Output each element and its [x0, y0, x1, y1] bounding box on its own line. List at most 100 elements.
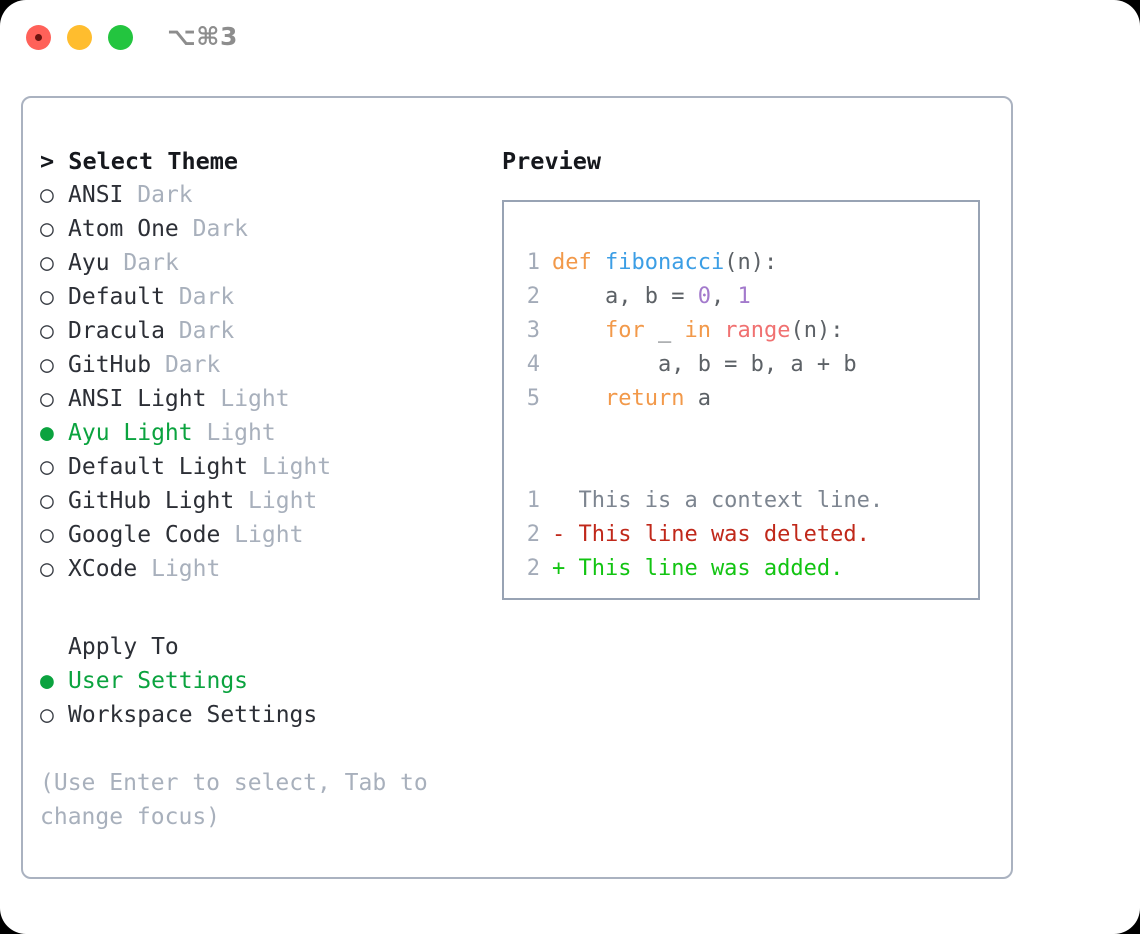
theme-variant-tag: Light — [248, 488, 318, 514]
code-diff-spacer — [522, 416, 978, 450]
theme-name: Atom One — [68, 216, 179, 242]
theme-variant-tag: Light — [261, 454, 332, 480]
theme-name: ANSI Light — [68, 386, 207, 412]
row-spacer-2 — [179, 212, 193, 246]
diff-text: - This line was deleted. — [552, 522, 870, 547]
apply-to-list[interactable]: ●User Settings ○ Workspace Settings — [40, 664, 480, 732]
line-number: 2 — [526, 556, 540, 581]
radio-unselected-icon[interactable]: ○ — [40, 284, 54, 310]
theme-variant-tag: Dark — [137, 182, 193, 208]
radio-unselected-icon[interactable]: ○ — [40, 250, 54, 276]
diff-line-ctx: 1 This is a context line. — [522, 484, 978, 518]
code-token: 1 — [737, 284, 751, 309]
theme-variant-tag: Dark — [123, 250, 179, 276]
radio-unselected-icon[interactable]: ○ — [40, 702, 54, 728]
radio-unselected-icon[interactable]: ○ — [40, 454, 54, 480]
code-token: a, b = b, a + b — [552, 352, 857, 377]
section-spacer — [40, 586, 480, 630]
radio-unselected-icon[interactable]: ○ — [40, 556, 54, 582]
radio-unselected-icon[interactable]: ○ — [40, 386, 54, 412]
code-token — [711, 318, 724, 343]
line-number: 5 — [526, 386, 540, 411]
row-spacer-2 — [151, 348, 165, 382]
code-line: 2 a, b = 0, 1 — [522, 280, 978, 314]
theme-option-google-code[interactable]: ○ Google Code Light — [40, 518, 480, 552]
code-line: 4 a, b = b, a + b — [522, 348, 978, 382]
line-number: 3 — [526, 318, 540, 343]
theme-name: Ayu — [68, 250, 110, 276]
theme-option-ayu-light[interactable]: ●Ayu Light Light — [40, 416, 480, 450]
radio-unselected-icon[interactable]: ○ — [40, 216, 54, 242]
radio-unselected-icon[interactable]: ○ — [40, 182, 54, 208]
theme-option-ansi[interactable]: ○ANSI Dark — [40, 178, 480, 212]
line-number: 1 — [526, 488, 540, 513]
theme-variant-tag: Light — [206, 420, 276, 446]
keyboard-hint-text: (Use Enter to select, Tab to change focu… — [40, 770, 442, 830]
theme-option-xcode[interactable]: ○XCode Light — [40, 552, 480, 586]
code-token: , — [710, 284, 738, 309]
window-controls — [26, 25, 133, 50]
theme-name: XCode — [68, 556, 138, 582]
radio-unselected-icon[interactable]: ○ — [40, 522, 54, 548]
line-number: 1 — [526, 250, 540, 275]
keyboard-shortcut-label: ⌥⌘3 — [167, 22, 238, 51]
theme-option-dracula[interactable]: ○ Dracula Dark — [40, 314, 480, 348]
theme-variant-tag: Light — [220, 386, 290, 412]
theme-option-ayu[interactable]: ○ Ayu Dark — [40, 246, 480, 280]
theme-option-github-light[interactable]: ○ GitHub Light Light — [40, 484, 480, 518]
row-spacer-2 — [165, 314, 179, 348]
theme-name: Google Code — [68, 522, 221, 548]
theme-option-github[interactable]: ○GitHub Dark — [40, 348, 480, 382]
row-spacer-2 — [220, 518, 234, 552]
theme-list[interactable]: ○ANSI Dark○Atom One Dark○Ayu Dark○Defaul… — [40, 178, 480, 586]
line-number: 2 — [526, 522, 540, 547]
diff-sample: 1 This is a context line. 2 - This line wa… — [522, 484, 978, 586]
code-token: 0 — [697, 284, 711, 309]
minimize-window-button[interactable] — [67, 25, 92, 50]
diff-line-add: 2 + This line was added. — [522, 552, 978, 586]
line-number: 4 — [526, 352, 540, 377]
theme-name: GitHub Light — [68, 488, 235, 514]
apply-to-label: Workspace Settings — [68, 702, 318, 728]
apply-to-option-workspace-settings[interactable]: ○ Workspace Settings — [40, 698, 480, 732]
line-number: 2 — [526, 284, 540, 309]
diff-text: This is a context line. — [552, 488, 884, 513]
diff-line-del: 2 - This line was deleted. — [522, 518, 978, 552]
row-spacer-2 — [165, 280, 179, 314]
apply-to-heading: Apply To — [68, 634, 179, 660]
theme-option-default[interactable]: ○Default Dark — [40, 280, 480, 314]
theme-variant-tag: Dark — [178, 318, 235, 344]
row-spacer-2 — [206, 382, 220, 416]
radio-selected-icon[interactable]: ● — [40, 420, 54, 446]
code-token: return — [604, 386, 685, 411]
theme-variant-tag: Light — [234, 522, 304, 548]
code-diff-spacer-2 — [522, 450, 978, 484]
radio-selected-icon[interactable]: ● — [40, 668, 54, 694]
radio-unselected-icon[interactable]: ○ — [40, 488, 54, 514]
code-token: for — [604, 318, 645, 343]
code-token: range — [724, 318, 791, 343]
apply-to-option-user-settings[interactable]: ●User Settings — [40, 664, 480, 698]
code-token: (n): — [724, 250, 778, 275]
row-spacer-2 — [123, 178, 137, 212]
code-token: _ — [644, 318, 685, 343]
radio-unselected-icon[interactable]: ○ — [40, 352, 54, 378]
maximize-window-button[interactable] — [108, 25, 133, 50]
diff-text: + This line was added. — [552, 556, 844, 581]
theme-name: Default Light — [68, 454, 249, 480]
theme-option-ansi-light[interactable]: ○ ANSI Light Light — [40, 382, 480, 416]
code-token: a — [684, 386, 711, 411]
theme-selector-column: > Select Theme ○ANSI Dark○Atom One Dark○… — [40, 144, 480, 834]
title-bar: ⌥⌘3 — [0, 0, 1140, 78]
theme-name: Dracula — [68, 318, 165, 344]
close-window-button[interactable] — [26, 25, 51, 50]
theme-option-default-light[interactable]: ○ Default Light Light — [40, 450, 480, 484]
theme-option-atom-one[interactable]: ○Atom One Dark — [40, 212, 480, 246]
radio-unselected-icon[interactable]: ○ — [40, 318, 54, 344]
code-token: fibonacci — [605, 250, 725, 275]
code-token — [592, 250, 605, 275]
